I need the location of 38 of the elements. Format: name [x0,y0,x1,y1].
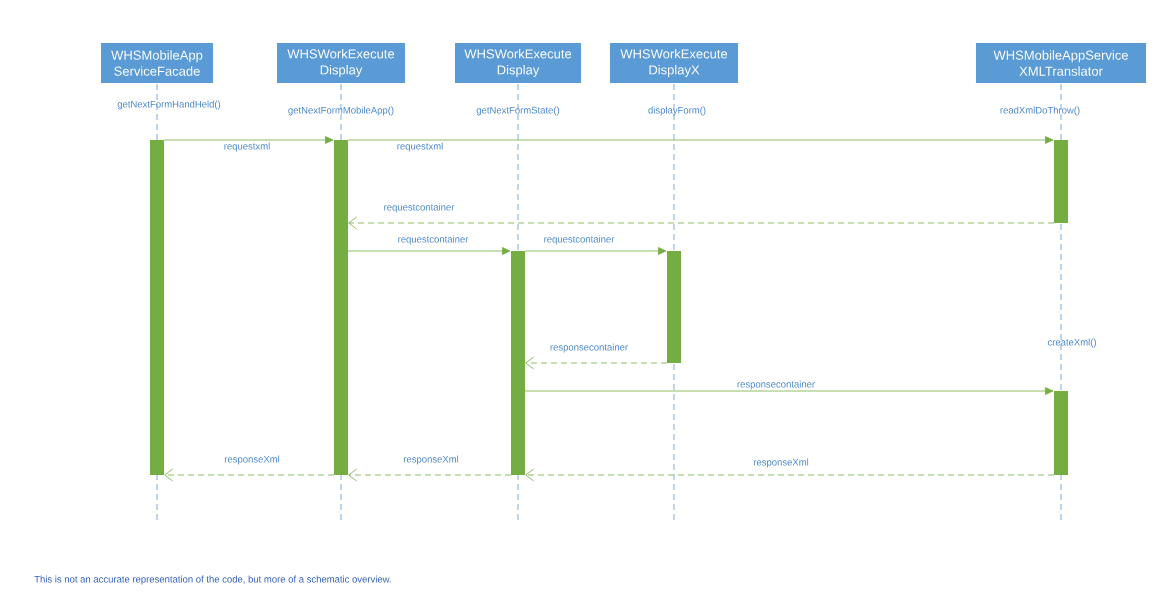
message-arrow [524,247,667,255]
message-arrow [348,468,512,482]
participant-box: WHSMobileApp ServiceFacade [101,43,213,83]
edge-label: requestcontainer [544,235,615,245]
edge-label: requestxml [397,142,443,152]
method-label: getNextFormHandHeld() [117,100,221,110]
method-label: displayForm() [648,106,706,116]
message-arrow [163,136,334,144]
edge-label: responseXml [403,455,459,465]
activation-bar [1054,391,1068,475]
message-arrow [347,247,511,255]
caption: This is not an accurate representation of the code, but more of a schematic overview. [34,575,391,585]
edge-label: responsecontainer [737,380,815,390]
edge-label: requestxml [224,142,270,152]
message-arrow [525,468,1055,482]
method-label: getNextFormState() [476,106,560,116]
participant-box: WHSMobileAppService XMLTranslator [976,43,1146,83]
activation-bar [150,140,164,475]
activation-bar [334,140,348,475]
edge-label: responseXml [224,455,280,465]
activation-bar [667,251,681,363]
message-arrow [525,356,668,370]
message-arrow [348,216,1055,230]
edge-label: requestcontainer [398,235,469,245]
activation-bar [511,251,525,475]
participant-box: WHSWorkExecute Display [455,43,581,83]
participant-box: WHSWorkExecute DisplayX [610,43,738,83]
edge-label: requestcontainer [384,203,455,213]
edge-label: responseXml [753,458,809,468]
edge-label: responsecontainer [550,343,628,353]
method-label: readXmlDoThrow() [1000,106,1080,116]
method-label: createXml() [1047,338,1096,348]
message-arrow [524,387,1054,395]
participant-box: WHSWorkExecute Display [277,43,405,83]
message-arrow [347,136,1054,144]
activation-bar [1054,140,1068,223]
method-label: getNextFormMobileApp() [288,106,394,116]
message-arrow [164,468,335,482]
